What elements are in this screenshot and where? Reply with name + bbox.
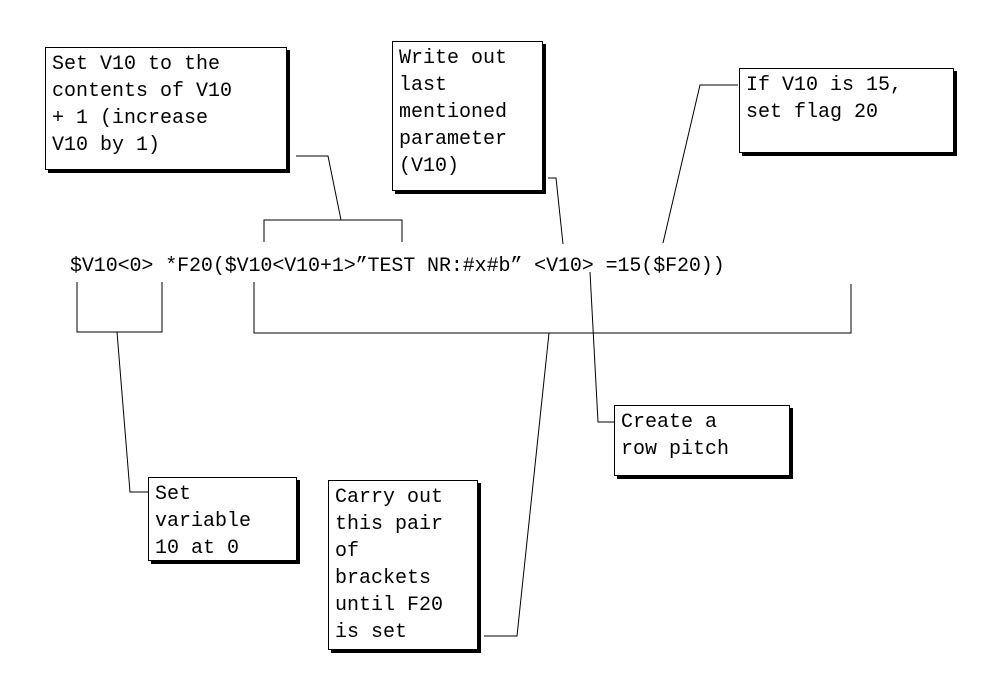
bracket-carry-out	[253, 282, 852, 334]
callout-set-variable: Set variable 10 at 0	[148, 477, 297, 561]
callout-carry-out: Carry out this pair of brackets until F2…	[328, 480, 478, 650]
leader-row-pitch	[589, 271, 614, 423]
leader-carry-out	[484, 332, 550, 637]
callout-set-flag: If V10 is 15, set flag 20	[739, 68, 954, 153]
code-line: $V10<0> *F20($V10<V10+1>”TEST NR:#x#b” <…	[70, 255, 725, 278]
leader-set-variable	[116, 331, 148, 493]
callout-increase-v10: Set V10 to the contents of V10 + 1 (incr…	[45, 47, 287, 170]
bracket-set-variable	[76, 282, 163, 333]
bracket-increase	[263, 219, 403, 242]
leader-write-parameter	[548, 177, 564, 245]
leader-set-flag	[662, 84, 738, 244]
callout-write-parameter: Write out last mentioned parameter (V10)	[392, 41, 543, 191]
leader-increase	[296, 155, 342, 221]
callout-row-pitch: Create a row pitch	[614, 405, 790, 476]
